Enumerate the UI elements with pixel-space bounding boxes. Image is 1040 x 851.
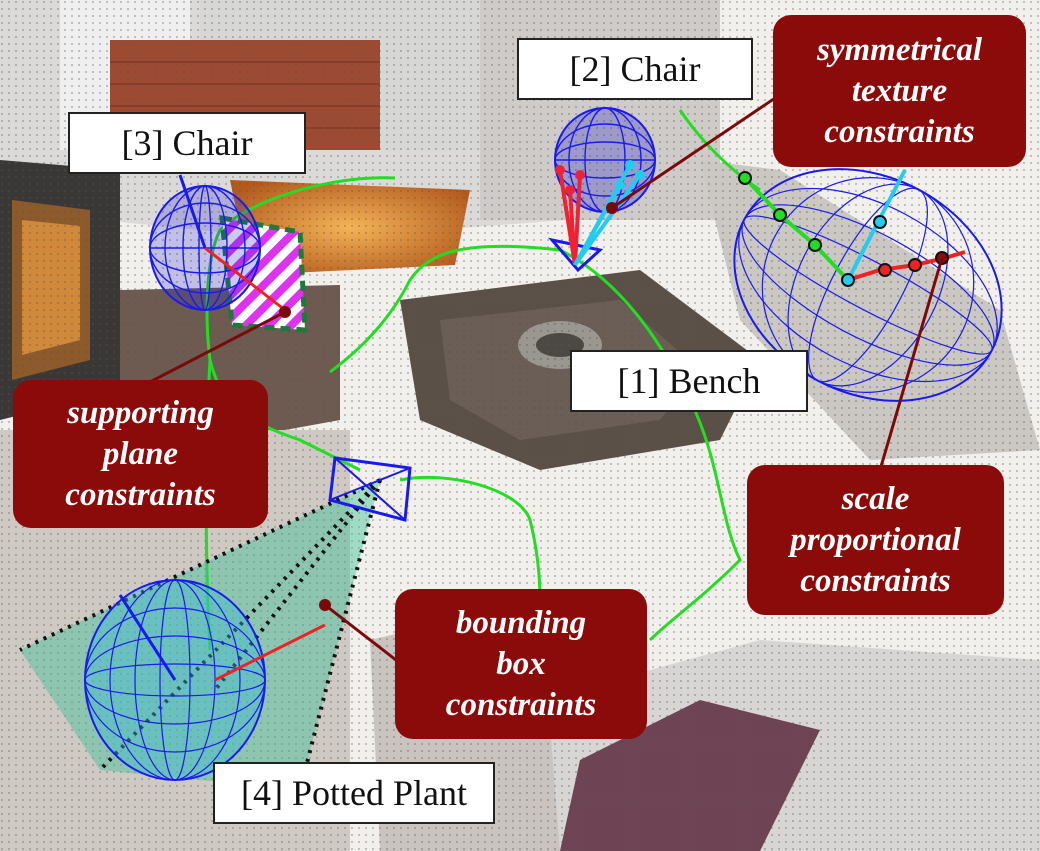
support-plane (219, 214, 308, 333)
label-chair-2: [2] Chair (517, 38, 753, 100)
label-chair-3: [3] Chair (68, 112, 306, 174)
label-bench: [1] Bench (570, 350, 808, 412)
callout-scale-proportional: scale proportional constraints (747, 465, 1004, 615)
label-potted-plant: [4] Potted Plant (213, 762, 495, 824)
plant-axes (118, 594, 326, 682)
chair-3-axes (178, 174, 286, 312)
leader-dots (279, 202, 618, 611)
callout-supporting-plane: supporting plane constraints (13, 380, 268, 528)
leader-lines (149, 86, 944, 662)
texture-links (555, 160, 645, 267)
callout-symmetrical-texture: symmetrical texture constraints (773, 15, 1026, 167)
callout-bounding-box: bounding box constraints (395, 589, 647, 739)
bench-keypoints (738, 169, 966, 287)
